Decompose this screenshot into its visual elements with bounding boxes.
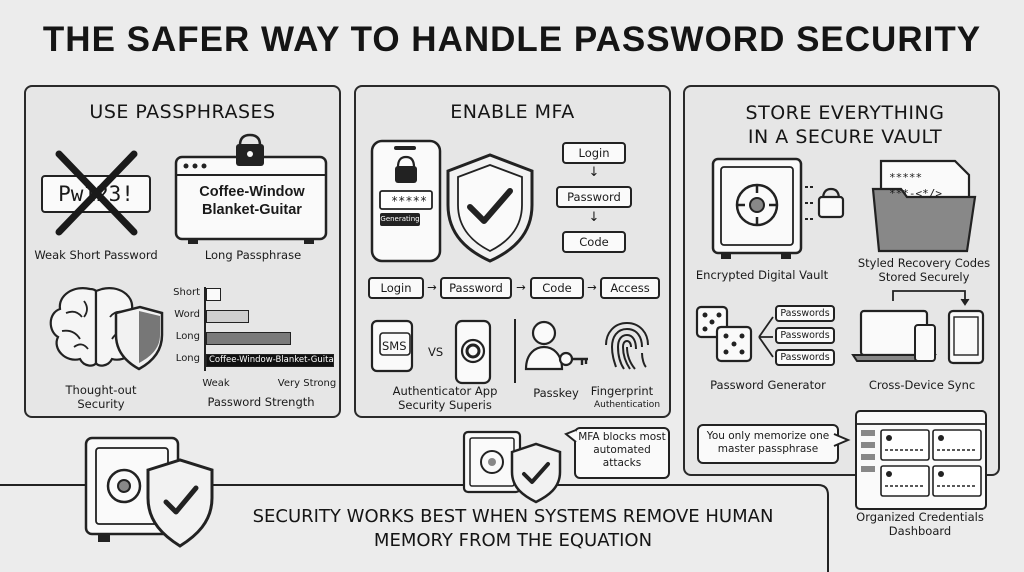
dashboard-icon [857,423,985,497]
brain-shield-icon [49,287,164,371]
callout-pointer [833,433,851,447]
mfa-callout-text: MFA blocks most automated attacks [578,431,666,469]
generator-label: Password Generator [710,378,826,392]
phone-status: Generating [380,215,420,223]
flow-v-password: Password [556,186,632,208]
dice-icon [695,305,753,363]
sms-text: SMS [382,339,407,353]
small-safe-shield-icon [462,430,562,504]
safe-shield-icon [84,436,214,548]
generated-password-3: Passwords [775,349,835,366]
vault-label: Encrypted Digital Vault [695,268,829,282]
thought-security-label: Thought-out Security [65,383,137,411]
flow-h-password: Password [440,277,512,299]
memorize-text: You only memorize one master passphrase [706,430,830,455]
folder-code-line1: ***** [889,171,923,184]
sync-label: Cross-Device Sync [868,378,976,392]
mfa-panel: ENABLE MFA ***** Generating Login ↓ Pass… [354,85,671,418]
flow-h-login: Login [368,277,424,299]
strength-row-label: Long [175,331,200,342]
passphrase-window-icon [174,133,328,244]
passphrase-text: Coffee-Window Blanket-Guitar [199,184,305,218]
strength-bar [206,310,249,323]
passphrases-panel: USE PASSPHRASES Pw123! Weak Short Passwo… [24,85,341,418]
cross-out-icon [55,150,138,236]
phone-code-field: ***** [390,194,428,208]
fingerprint-label: Fingerprint [590,384,654,398]
strength-bar: Coffee-Window-Blanket-Guitar [206,354,334,367]
sms-app-icon [370,319,492,385]
passphrase-label: Long Passphrase [204,248,302,262]
generator-arrows [758,316,774,358]
strength-label: Password Strength [207,395,315,409]
dashboard-window [855,410,987,510]
phone-shield-icon [370,139,534,263]
strength-row-label: Word [174,309,200,320]
fingerprint-sublabel: Authentication [593,400,661,410]
mfa-callout-pointer [564,429,577,443]
vault-title: STORE EVERYTHING IN A SECURE VAULT [745,102,945,148]
arrow-right-icon: → [516,280,526,294]
mfa-callout: MFA blocks most automated attacks [574,427,670,479]
strength-high-label: Very Strong [277,378,337,389]
flow-v-code: Code [562,231,626,253]
bottom-tagline: SECURITY WORKS BEST WHEN SYSTEMS REMOVE … [252,506,774,551]
strength-bar [206,332,291,345]
vs-text: VS [428,345,444,359]
generated-password-2: Passwords [775,327,835,344]
arrow-right-icon: → [587,280,597,294]
flow-v-login: Login [562,142,626,164]
passkey-label: Passkey [533,386,579,400]
devices-sync-icon [851,290,985,365]
strength-row-label: Short [173,287,200,298]
folder-code-line2: ***-<*/> [889,187,942,200]
fingerprint-icon [605,322,649,370]
vault-panel: STORE EVERYTHING IN A SECURE VAULT Encry… [683,85,1000,476]
divider [514,319,516,383]
authenticator-label: Authenticator App Security Superis [392,384,498,412]
arrow-down-icon: ↓ [588,165,600,180]
vault-icon [711,157,845,259]
arrow-right-icon: → [427,280,437,294]
strength-bar [206,288,221,301]
strength-row-label: Long [175,353,200,364]
page-title: THE SAFER WAY TO HANDLE PASSWORD SECURIT… [42,20,982,59]
generated-password-1: Passwords [775,305,835,322]
strength-low-label: Weak [202,378,230,389]
flow-h-access: Access [600,277,660,299]
dashboard-label: Organized Credentials Dashboard [856,510,984,538]
weak-password-label: Weak Short Password [34,248,158,262]
recovery-codes-label: Styled Recovery Codes Stored Securely [857,256,991,284]
passphrases-title: USE PASSPHRASES [89,101,276,123]
flow-h-code: Code [530,277,584,299]
recovery-folder-icon [871,159,977,253]
passkey-icon [524,320,588,371]
arrow-down-icon: ↓ [588,210,600,225]
mfa-title: ENABLE MFA [450,101,575,123]
